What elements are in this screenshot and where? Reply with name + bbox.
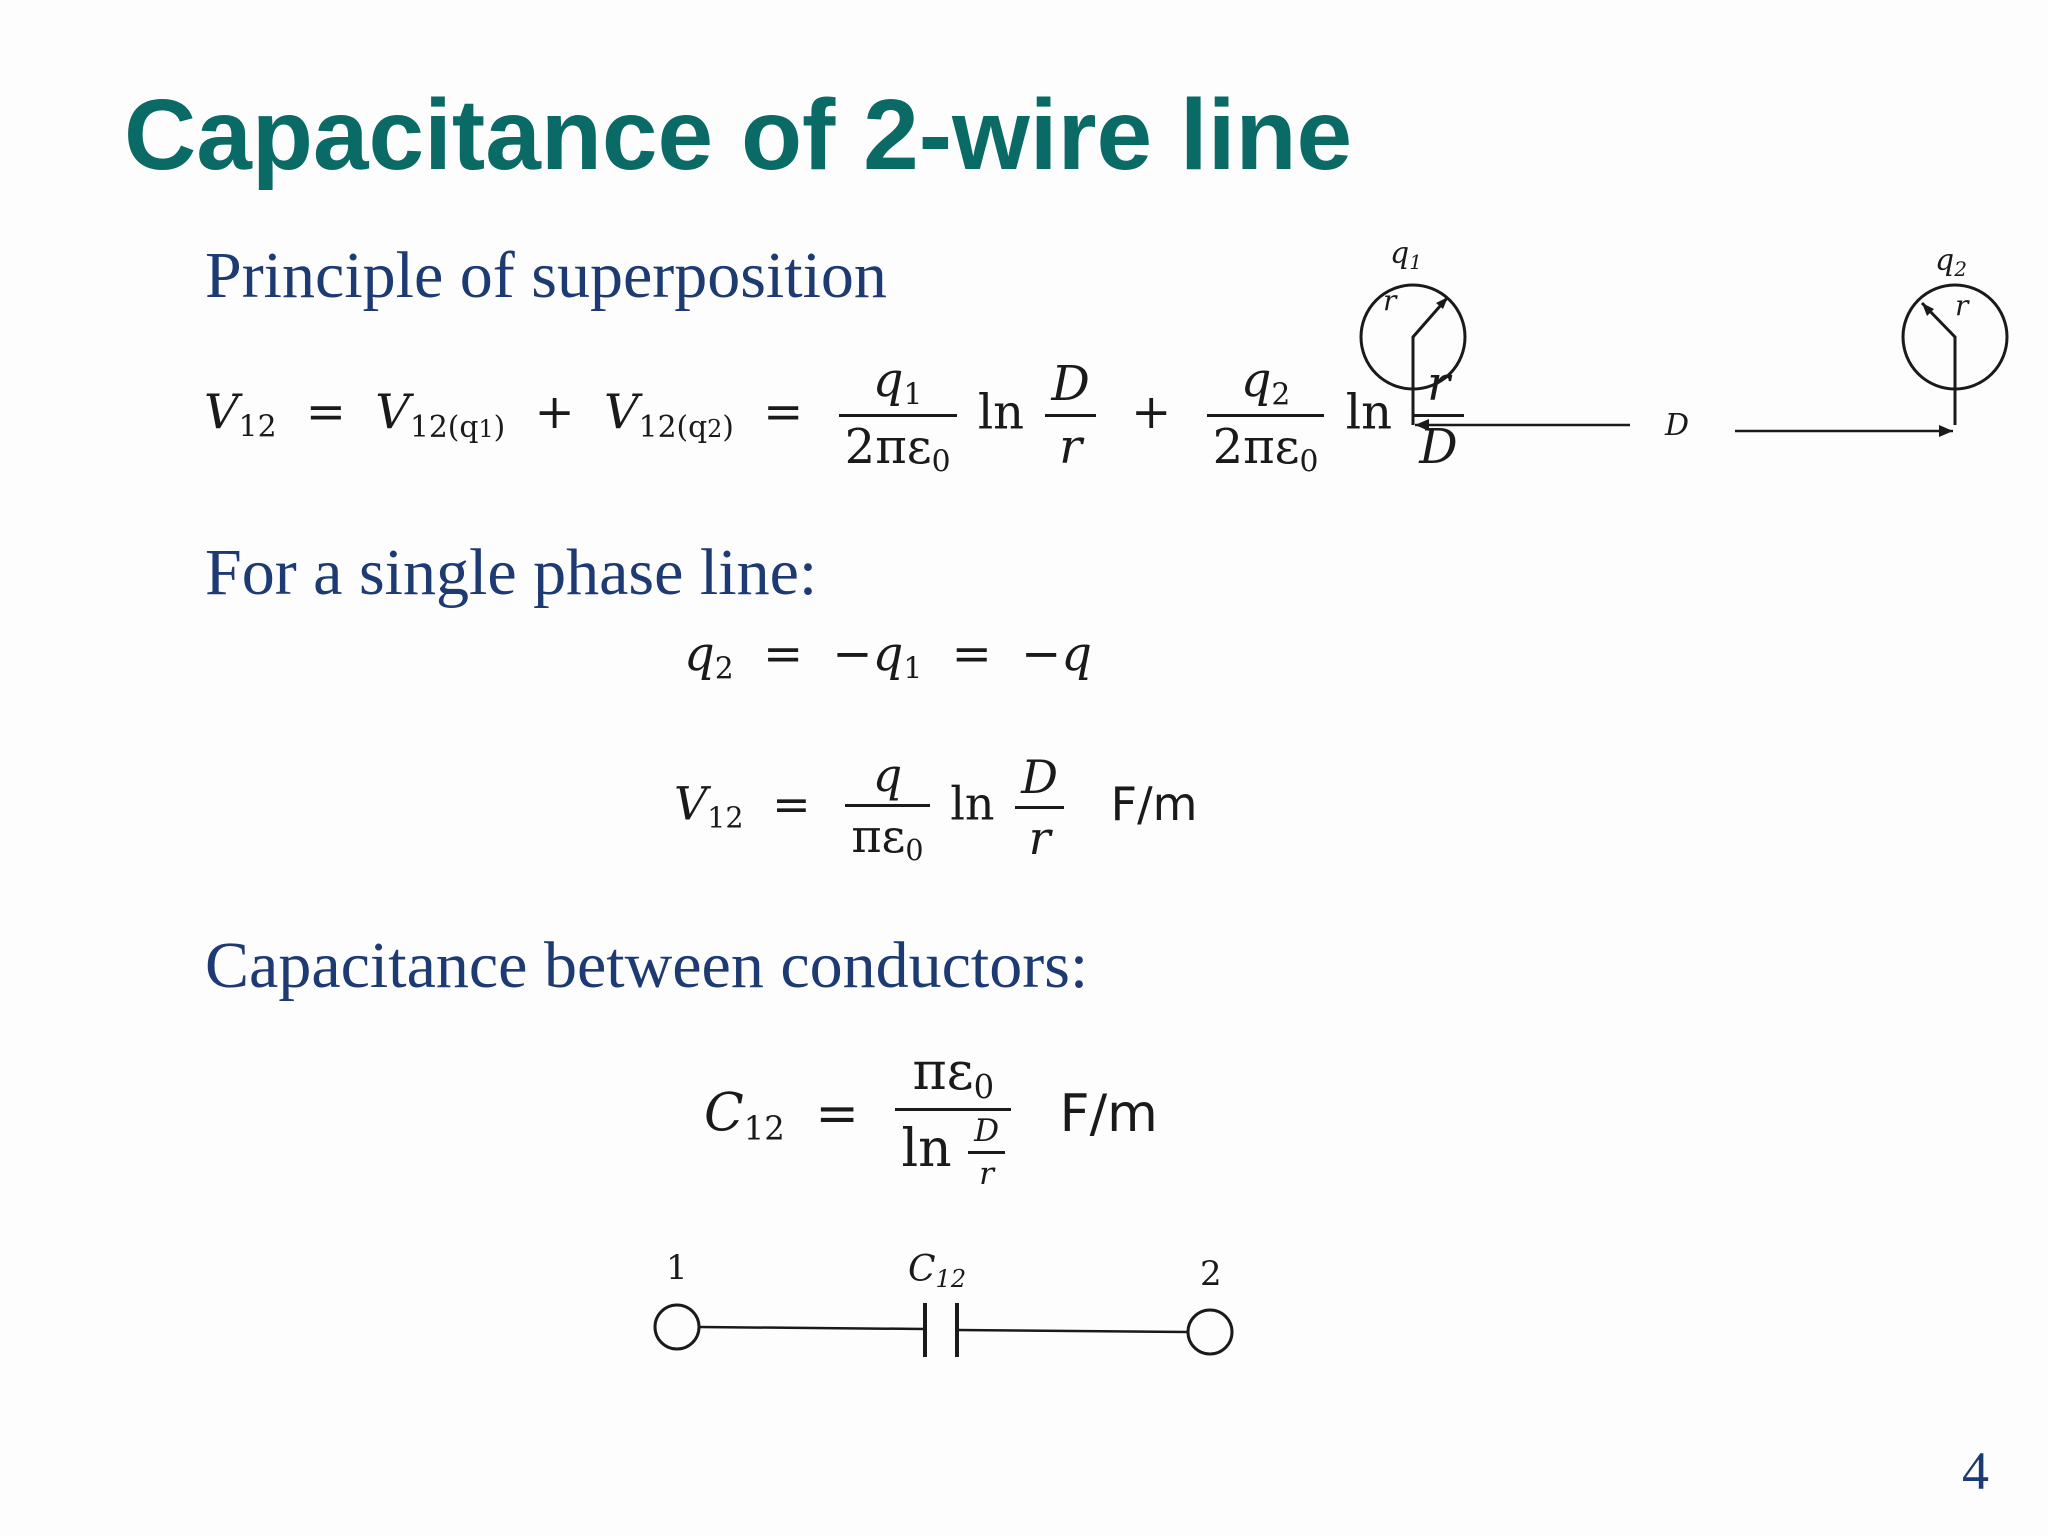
capacitor-label: C12	[908, 1249, 966, 1293]
terminal-2	[1186, 1308, 1234, 1356]
superposition-heading: Principle of superposition	[205, 239, 887, 312]
q1-label: q1	[1390, 236, 1422, 274]
radius-label-1: r	[1383, 284, 1398, 317]
capacitance-heading: Capacitance between conductors:	[205, 929, 1089, 1002]
charge-equation: q2 = −q1 = −q	[684, 626, 1093, 687]
node-2-label: 2	[1200, 1254, 1222, 1294]
capacitor-circuit: 1 2 C12	[653, 1248, 1234, 1357]
distance-label: D	[1664, 408, 1689, 443]
node-1-label: 1	[666, 1248, 688, 1288]
page-number: 4	[1962, 1441, 1989, 1501]
q2-label: q2	[1935, 243, 1967, 281]
two-wire-diagram: q1 q2 r r D	[1359, 236, 2009, 443]
single-phase-heading: For a single phase line:	[205, 536, 818, 609]
radius-label-2: r	[1955, 289, 1970, 322]
terminal-1	[653, 1303, 701, 1351]
slide-title: Capacitance of 2-wire line	[124, 79, 1353, 191]
